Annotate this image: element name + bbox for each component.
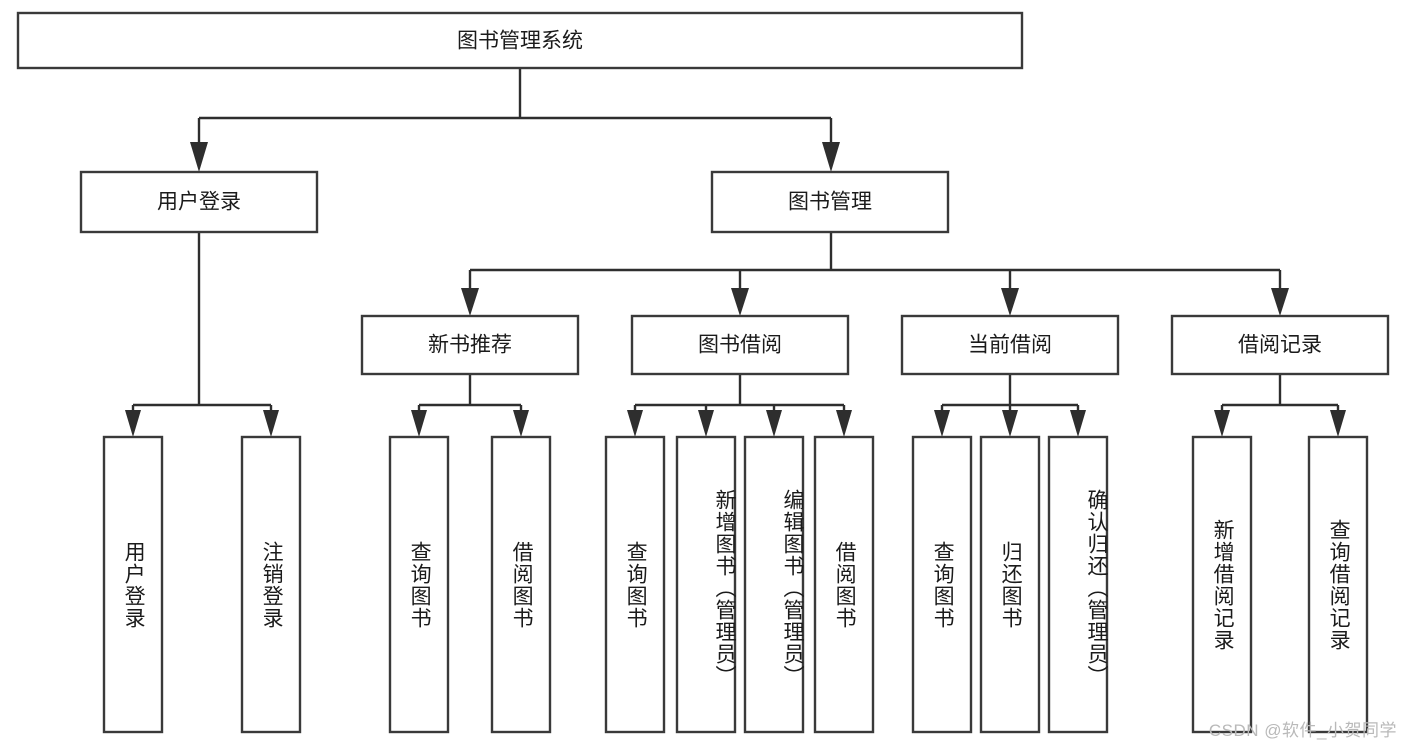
node-book-manage-box[interactable] xyxy=(710,170,950,234)
arrow-head-leaf-user-login xyxy=(125,410,141,437)
connector-group-current-borrow-to-leaves xyxy=(934,374,1086,437)
arrow-head-leaf-add-record xyxy=(1214,410,1230,437)
node-leaf-logout-box[interactable] xyxy=(240,435,302,734)
arrow-head-current-borrow xyxy=(1001,288,1019,316)
node-book-manage[interactable]: 图书管理 xyxy=(710,170,950,234)
node-leaf-query-book-1-box[interactable] xyxy=(388,435,450,734)
node-book-borrow-box[interactable] xyxy=(630,314,850,376)
arrow-head-leaf-query-book-2 xyxy=(627,410,643,437)
node-leaf-borrow-book-1-box[interactable] xyxy=(490,435,552,734)
arrow-head-leaf-logout xyxy=(263,410,279,437)
arrow-head-leaf-confirm-return xyxy=(1070,410,1086,437)
node-new-book-rec-label: 新书推荐 xyxy=(428,334,512,357)
node-leaf-confirm-return-box[interactable] xyxy=(1047,435,1109,734)
arrow-head-borrow-record xyxy=(1271,288,1289,316)
node-leaf-return-book-box[interactable] xyxy=(979,435,1041,734)
node-root[interactable]: 图书管理系统 xyxy=(16,11,1024,70)
node-book-borrow[interactable]: 图书借阅 xyxy=(630,314,850,376)
arrow-head-leaf-borrow-book-1 xyxy=(513,410,529,437)
node-current-borrow-label: 当前借阅 xyxy=(968,334,1052,357)
node-leaf-query-record-box[interactable] xyxy=(1307,435,1369,734)
connector-group-borrow-record-to-leaves xyxy=(1214,374,1346,437)
node-current-borrow-box[interactable] xyxy=(900,314,1120,376)
connector-group-root-to-level2 xyxy=(190,68,840,172)
node-user-login-box[interactable] xyxy=(79,170,319,234)
arrow-head-leaf-edit-book xyxy=(766,410,782,437)
node-leaf-borrow-book-2-box[interactable] xyxy=(813,435,875,734)
node-borrow-record-label: 借阅记录 xyxy=(1238,334,1322,357)
arrow-head-book-borrow xyxy=(731,288,749,316)
node-leaf-edit-book-box[interactable] xyxy=(743,435,805,734)
node-user-login-label: 用户登录 xyxy=(157,191,241,214)
node-current-borrow[interactable]: 当前借阅 xyxy=(900,314,1120,376)
arrow-head-leaf-query-book-3 xyxy=(934,410,950,437)
node-borrow-record-box[interactable] xyxy=(1170,314,1390,376)
node-user-login[interactable]: 用户登录 xyxy=(79,170,319,234)
node-book-borrow-label: 图书借阅 xyxy=(698,334,782,357)
connector-group-book-borrow-to-leaves xyxy=(627,374,852,437)
csdn-watermark: CSDN @软件_小贺同学 xyxy=(1208,721,1397,740)
arrow-head-leaf-add-book xyxy=(698,410,714,437)
arrow-head-leaf-query-record xyxy=(1330,410,1346,437)
arrow-head-user-login xyxy=(190,142,208,172)
node-leaf-user-login-box[interactable] xyxy=(102,435,164,734)
connector-group-book-manage-to-level3 xyxy=(461,232,1289,316)
node-root-label: 图书管理系统 xyxy=(457,30,583,53)
node-leaf-add-record-box[interactable] xyxy=(1191,435,1253,734)
node-leaf-add-book-box[interactable] xyxy=(675,435,737,734)
node-new-book-rec[interactable]: 新书推荐 xyxy=(360,314,580,376)
node-book-manage-label: 图书管理 xyxy=(788,191,872,214)
arrow-head-leaf-borrow-book-2 xyxy=(836,410,852,437)
node-root-box[interactable] xyxy=(16,11,1024,70)
node-new-book-rec-box[interactable] xyxy=(360,314,580,376)
node-leaf-query-book-3-box[interactable] xyxy=(911,435,973,734)
arrow-head-leaf-return-book xyxy=(1002,410,1018,437)
connector-group-user-login-to-leaves xyxy=(125,232,279,437)
arrow-head-leaf-query-book-1 xyxy=(411,410,427,437)
arrow-head-new-book-rec xyxy=(461,288,479,316)
node-leaf-query-book-2-box[interactable] xyxy=(604,435,666,734)
node-borrow-record[interactable]: 借阅记录 xyxy=(1170,314,1390,376)
arrow-head-book-manage xyxy=(822,142,840,172)
connector-group-new-book-rec-to-leaves xyxy=(411,374,529,437)
